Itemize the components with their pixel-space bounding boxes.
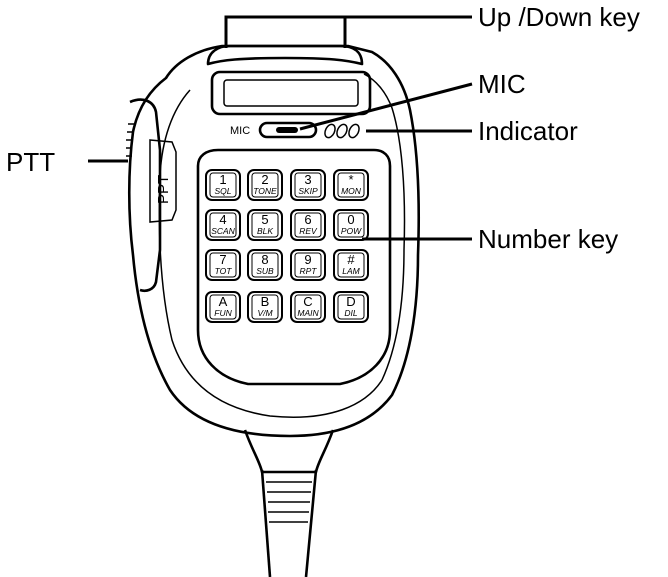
key-main-label: 5 <box>261 212 268 227</box>
mic-leader <box>299 82 473 131</box>
key-function-label: SCAN <box>211 226 235 236</box>
key-main-label: 3 <box>304 172 311 187</box>
indicator-leds <box>324 123 360 139</box>
key-function-label: V/M <box>257 308 273 318</box>
key-main-label: A <box>219 294 228 309</box>
ptt-side-label: PPT <box>155 175 172 204</box>
ptt-label: PTT <box>6 147 55 177</box>
key-function-label: DIL <box>344 308 358 318</box>
key-main-label: 4 <box>219 212 226 227</box>
key-main-label: C <box>303 294 312 309</box>
mic-body-outline <box>127 44 421 438</box>
key-function-label: MAIN <box>297 308 319 318</box>
key-main-label: 1 <box>219 172 226 187</box>
strain-relief <box>243 429 335 523</box>
key-main-label: D <box>346 294 355 309</box>
up-down-key[interactable] <box>206 44 364 66</box>
up-down-key-label: Up /Down key <box>478 2 640 32</box>
key-function-label: LAM <box>342 266 360 276</box>
key-function-label: RPT <box>300 266 318 276</box>
mic-label: MIC <box>230 125 250 137</box>
mic-hole <box>258 121 318 139</box>
keypad-key[interactable]: *MON <box>333 169 369 201</box>
keypad-key[interactable]: BV/M <box>247 291 283 323</box>
key-main-label: B <box>261 294 270 309</box>
up-down-leader <box>224 15 472 48</box>
display-window <box>210 70 372 116</box>
number-keypad: 1SQL2TONE3SKIP*MON4SCAN5BLK6REV0POW7TOT8… <box>205 169 369 323</box>
key-main-label: 9 <box>304 252 311 267</box>
key-main-label: 2 <box>261 172 268 187</box>
key-main-label: 0 <box>347 212 354 227</box>
key-function-label: SQL <box>214 186 231 196</box>
key-function-label: MON <box>341 186 362 196</box>
mic-callout-label: MIC <box>478 69 526 99</box>
mic-body-inner-edge <box>158 73 406 418</box>
keypad-key[interactable]: #LAM <box>333 249 369 281</box>
number-key-label: Number key <box>478 224 618 254</box>
key-function-label: REV <box>299 226 318 236</box>
key-main-label: * <box>348 172 353 187</box>
ptt-side-button[interactable]: PPT <box>129 98 177 293</box>
key-function-label: TOT <box>215 266 233 276</box>
key-function-label: SUB <box>256 266 274 276</box>
key-function-label: POW <box>341 226 362 236</box>
key-function-label: BLK <box>257 226 273 236</box>
key-main-label: # <box>347 252 355 267</box>
key-function-label: FUN <box>214 308 232 318</box>
cable <box>260 469 318 577</box>
key-function-label: TONE <box>253 186 277 196</box>
key-main-label: 8 <box>261 252 268 267</box>
key-main-label: 6 <box>304 212 311 227</box>
ptt-grip-ridges <box>126 123 134 157</box>
key-main-label: 7 <box>219 252 226 267</box>
keypad-panel <box>196 148 392 386</box>
key-function-label: SKIP <box>298 186 318 196</box>
indicator-label: Indicator <box>478 116 578 146</box>
